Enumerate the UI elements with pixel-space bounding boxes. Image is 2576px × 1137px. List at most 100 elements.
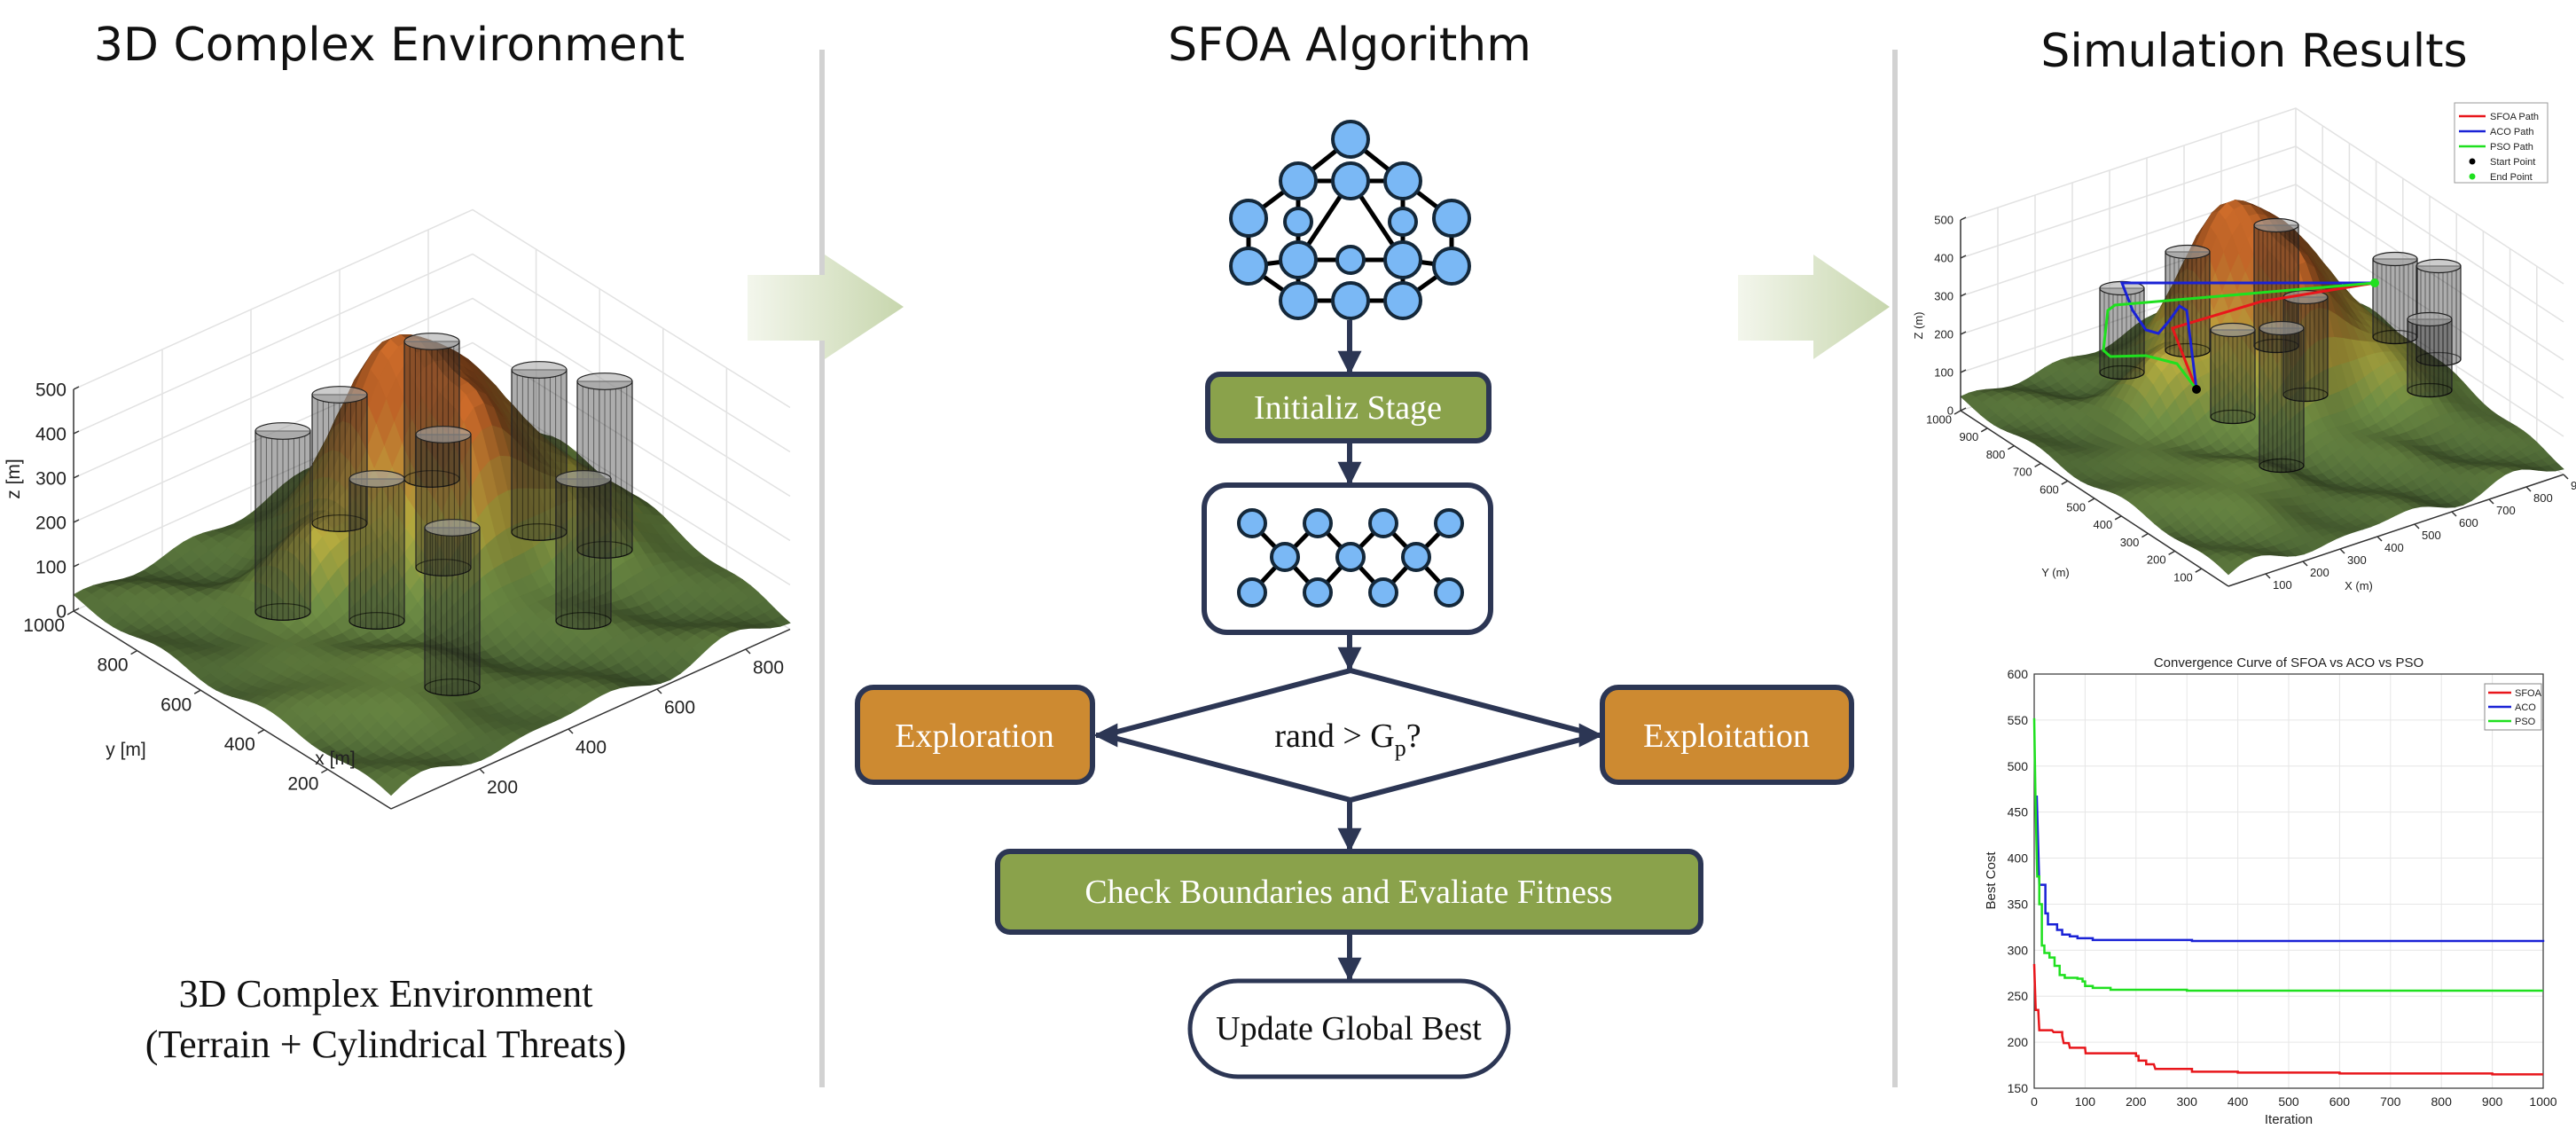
start-point-marker: [2192, 385, 2201, 394]
check-boundaries-label: Check Boundaries and Evaliate Fitness: [1084, 874, 1612, 911]
left-panel-title: 3D Complex Environment: [94, 19, 685, 72]
cylinder-top: [311, 386, 368, 404]
x-tick-mark: [2265, 573, 2271, 579]
z-tick-label: 100: [35, 557, 67, 577]
z-tick-label: 500: [1934, 214, 1954, 227]
cylinder-base: [2165, 342, 2211, 358]
x-tick-label: 200: [487, 777, 518, 797]
x-tick-mark: [2339, 548, 2345, 554]
z-axis-label: Z (m): [1912, 311, 1925, 339]
z-tick-label: 400: [1934, 252, 1954, 265]
y-tick-mark: [193, 689, 201, 694]
y-tick-label: 400: [2008, 851, 2029, 866]
x-tick-label: 100: [2075, 1094, 2096, 1109]
z-tick-label: 0: [1947, 404, 1954, 418]
sfoa-path: [2171, 281, 2376, 390]
panel-divider-right: [1892, 50, 1898, 1087]
terrain-cell: [382, 779, 402, 796]
y-tick-label: 600: [2008, 667, 2029, 681]
exploitation-label: Exploitation: [1643, 717, 1810, 755]
x-tick-label: 800: [2431, 1094, 2453, 1109]
y-tick-label: 250: [2008, 989, 2029, 1003]
exploration-box: Exploration: [855, 685, 1095, 785]
update-global-best-label: Update Global Best: [1216, 1010, 1482, 1047]
cylinder-top: [2165, 244, 2211, 260]
z-tick-mark: [1960, 331, 1967, 335]
x-tick-label: 500: [2278, 1094, 2299, 1109]
cylindrical-threat: [424, 519, 481, 696]
initialize-stage-label: Initializ Stage: [1254, 389, 1442, 427]
grid-line: [73, 341, 791, 542]
cylinder-top: [403, 333, 460, 350]
y-tick-label: 600: [161, 694, 192, 715]
y-tick-mark: [257, 729, 265, 734]
legend-label: End Point: [2490, 172, 2533, 183]
y-tick-mark: [321, 768, 328, 774]
cylindrical-threat: [415, 426, 472, 576]
cylindrical-threat: [555, 470, 612, 630]
network-node: [1270, 542, 1300, 572]
cylinder-top: [2372, 251, 2418, 267]
x-tick-mark: [745, 648, 751, 655]
legend-label: PSO Path: [2490, 142, 2533, 153]
cylinder-top: [2259, 320, 2305, 336]
series-line-pso: [2032, 717, 2543, 992]
y-axis-label: Y (m): [2041, 566, 2070, 579]
y-tick-label: 800: [98, 655, 129, 676]
cylinder-top: [2407, 311, 2453, 327]
network-node: [1383, 240, 1422, 279]
network-node: [1368, 508, 1398, 538]
flow-arrow-right-icon: [1738, 255, 1890, 359]
check-boundaries-box: Check Boundaries and Evaliate Fitness: [995, 849, 1703, 935]
network-node: [1279, 161, 1318, 200]
legend-label: PSO: [2515, 717, 2536, 727]
cylinder-top: [415, 426, 472, 443]
y-tick-mark: [2034, 462, 2041, 468]
legend-label: SFOA: [2515, 688, 2542, 699]
cylinder-top: [2253, 217, 2299, 233]
legend-label: ACO: [2515, 702, 2536, 713]
cylinder-base: [2372, 329, 2418, 345]
series-line-aco: [2035, 795, 2545, 943]
y-axis-label: y [m]: [106, 740, 146, 760]
environment-caption-line1: 3D Complex Environment: [179, 972, 593, 1015]
grid-line: [73, 297, 791, 498]
grid-line: [73, 208, 791, 409]
network-node: [1335, 542, 1366, 572]
terrain-cell: [2220, 561, 2238, 576]
z-tick-mark: [73, 474, 80, 479]
z-tick-mark: [1960, 293, 1967, 297]
z-tick-mark: [73, 430, 80, 435]
z-tick-mark: [1960, 216, 1967, 221]
environment-caption-line2: (Terrain + Cylindrical Threats): [145, 1023, 627, 1066]
z-tick-label: 500: [35, 380, 67, 400]
x-tick-label: 800: [2533, 491, 2553, 505]
x-tick-label: 200: [2310, 566, 2329, 579]
decision-condition: rand > Gp?: [1274, 717, 1421, 761]
y-tick-mark: [130, 649, 137, 655]
exploitation-box: Exploitation: [1600, 685, 1854, 785]
y-tick-label: 900: [1959, 430, 1978, 443]
network-node: [1432, 199, 1471, 238]
chart-title: Convergence Curve of SFOA vs ACO vs PSO: [2154, 655, 2423, 670]
cylindrical-threat: [348, 470, 405, 630]
z-tick-mark: [73, 563, 80, 568]
y-tick-label: 200: [2008, 1035, 2029, 1049]
z-tick-label: 400: [35, 424, 67, 444]
y-axis-line: [73, 610, 392, 810]
x-tick-mark: [479, 768, 485, 774]
x-tick-mark: [2376, 536, 2383, 542]
x-tick-mark: [2451, 511, 2457, 517]
aco-path: [2119, 281, 2375, 390]
y-tick-mark: [67, 610, 74, 616]
legend-label: ACO Path: [2490, 127, 2534, 137]
cylinder-base: [576, 541, 633, 559]
x-axis-label: Iteration: [2265, 1112, 2313, 1127]
x-tick-label: 300: [2177, 1094, 2198, 1109]
y-tick-mark: [2008, 444, 2015, 451]
y-tick-mark: [2195, 568, 2203, 573]
x-tick-label: 600: [664, 697, 695, 717]
x-tick-mark: [656, 688, 662, 694]
